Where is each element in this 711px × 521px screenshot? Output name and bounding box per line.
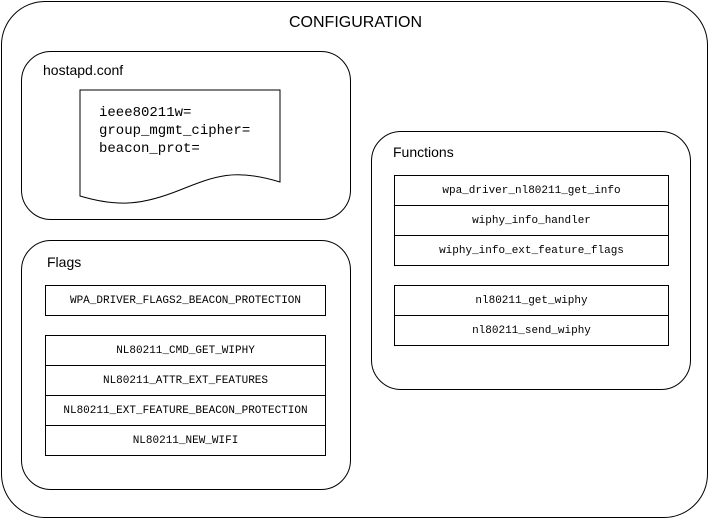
- configuration-title: CONFIGURATION: [288, 14, 423, 31]
- hostapd-conf-title: hostapd.conf: [43, 62, 124, 78]
- hostapd-line-beacon-prot: beacon_prot=: [99, 141, 200, 157]
- flag-wpa-driver-flags2-beacon-protection: WPA_DRIVER_FLAGS2_BEACON_PROTECTION: [45, 285, 326, 316]
- function-wpa-driver-nl80211-get-info: wpa_driver_nl80211_get_info: [394, 175, 669, 206]
- function-nl80211-send-wiphy: nl80211_send_wiphy: [394, 315, 669, 346]
- flag-nl80211-ext-feature-beacon-protection: NL80211_EXT_FEATURE_BEACON_PROTECTION: [45, 395, 326, 426]
- functions-title: Functions: [393, 144, 454, 160]
- flag-nl80211-new-wifi: NL80211_NEW_WIFI: [45, 425, 326, 456]
- function-wiphy-info-ext-feature-flags: wiphy_info_ext_feature_flags: [394, 235, 669, 266]
- hostapd-line-group-mgmt-cipher: group_mgmt_cipher=: [99, 123, 251, 139]
- flag-nl80211-attr-ext-features: NL80211_ATTR_EXT_FEATURES: [45, 365, 326, 396]
- hostapd-conf-panel: [21, 51, 351, 220]
- flag-nl80211-cmd-get-wiphy: NL80211_CMD_GET_WIPHY: [45, 335, 326, 366]
- document-shape: [79, 89, 281, 204]
- function-nl80211-get-wiphy: nl80211_get_wiphy: [394, 285, 669, 316]
- hostapd-line-ieee80211w: ieee80211w=: [99, 105, 192, 121]
- function-wiphy-info-handler: wiphy_info_handler: [394, 205, 669, 236]
- flags-title: Flags: [47, 254, 82, 270]
